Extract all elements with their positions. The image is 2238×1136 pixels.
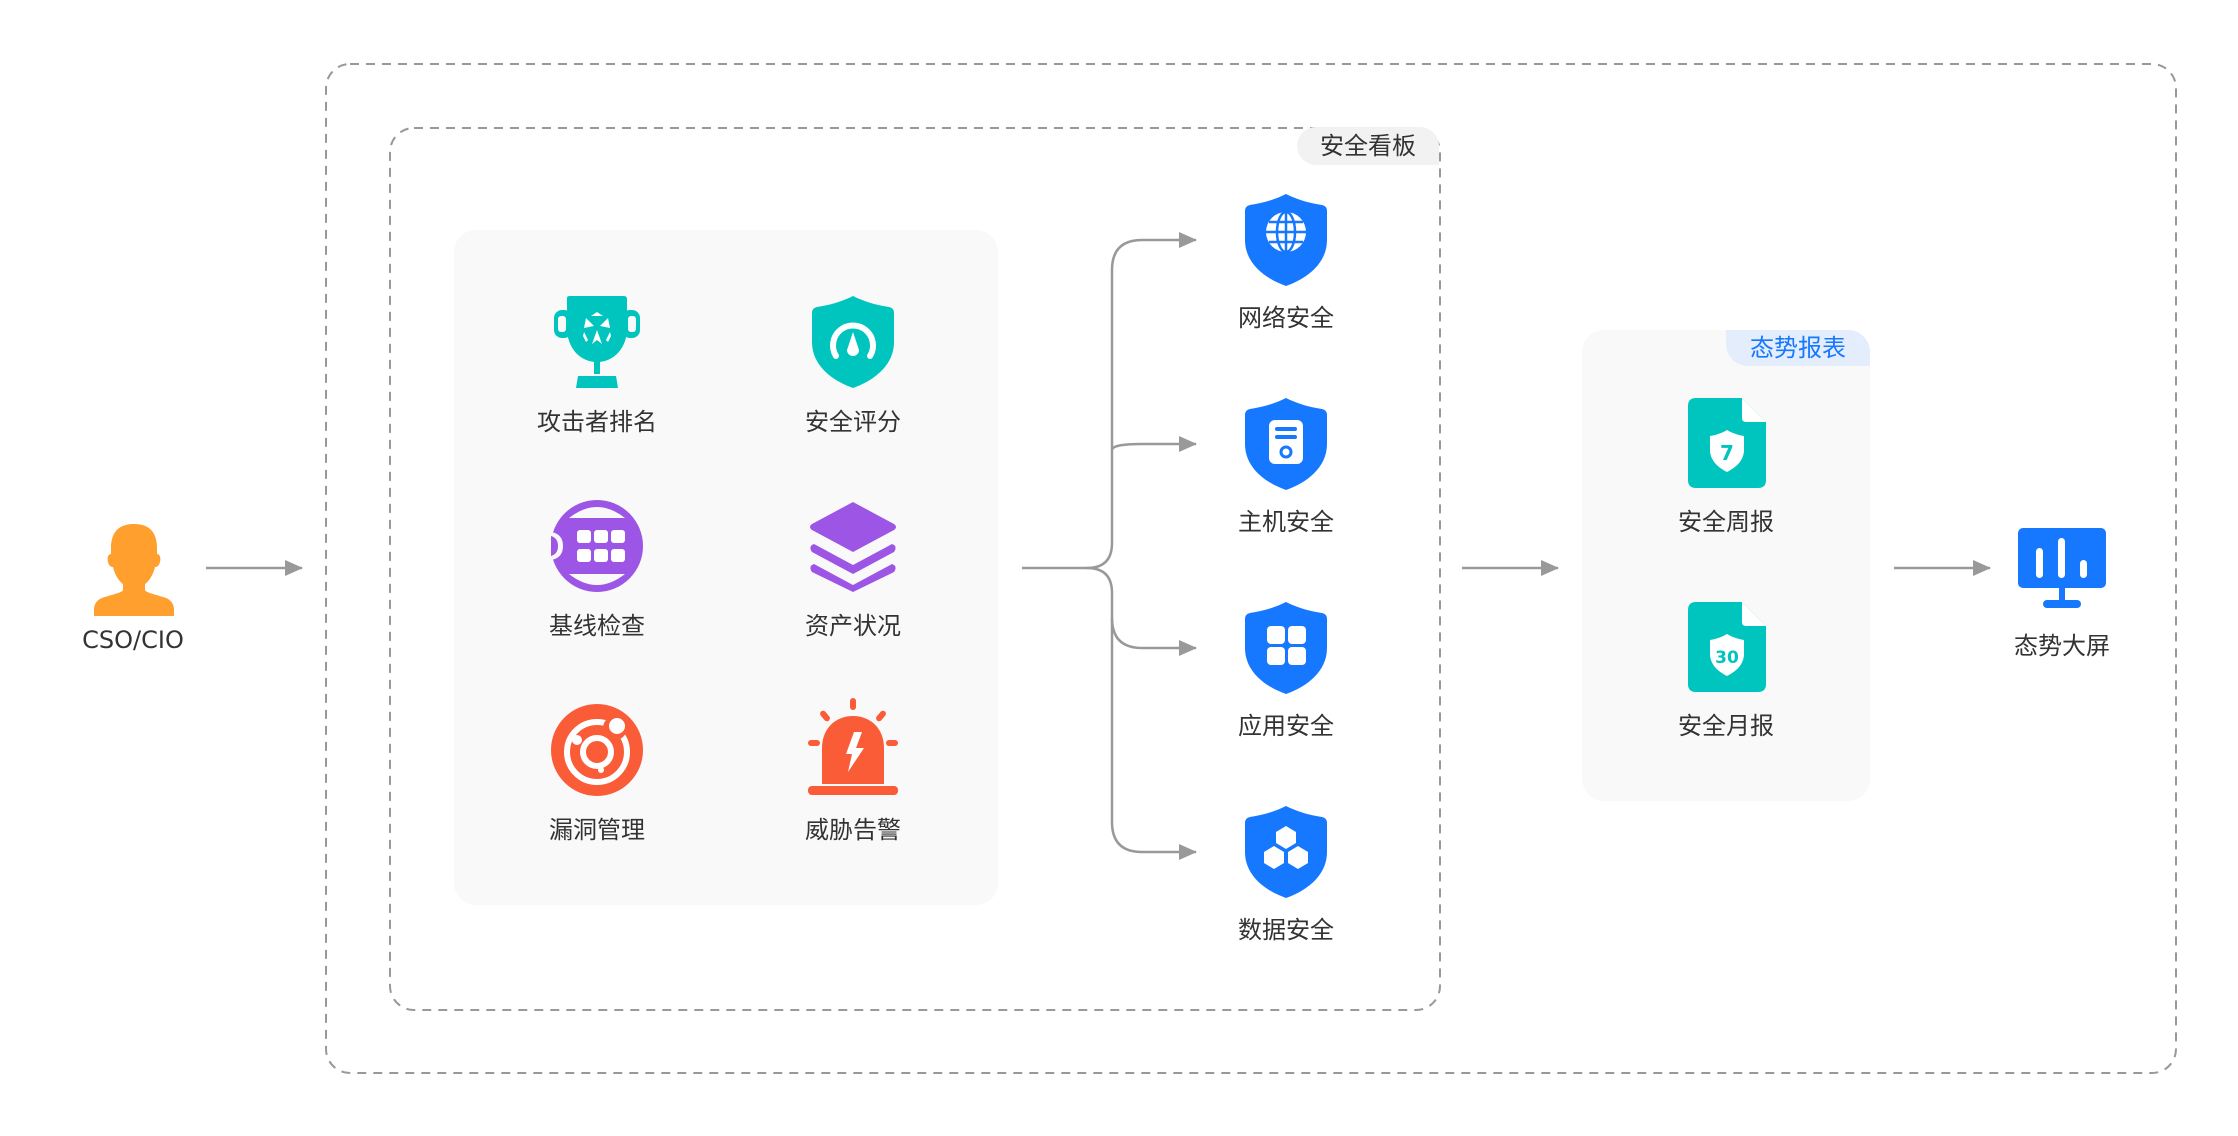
monthly-badge: 30 [1715, 648, 1739, 668]
dashboard-title-tab: 安全看板 [1297, 127, 1439, 165]
domain-network-security[interactable]: 网络安全 [1186, 194, 1386, 334]
feature-label: 威胁告警 [805, 816, 901, 844]
monthly-report-icon: 30 [1688, 602, 1766, 692]
outer-frame [325, 63, 2177, 1074]
alarm-icon [808, 698, 898, 795]
dashboard-frame [389, 127, 1441, 1011]
feature-attacker-ranking[interactable]: 攻击者排名 [497, 296, 697, 436]
layers-icon [810, 502, 896, 592]
report-label: 安全周报 [1678, 508, 1774, 536]
weekly-badge: 7 [1720, 441, 1734, 465]
shield-host-icon [1245, 398, 1327, 490]
domain-label: 数据安全 [1238, 916, 1334, 944]
domain-label: 应用安全 [1238, 712, 1334, 740]
shield-gauge-icon [812, 296, 894, 388]
weekly-report-icon: 7 [1688, 398, 1766, 488]
report-monthly[interactable]: 30 安全月报 [1626, 602, 1826, 742]
vulnerability-icon [551, 704, 643, 796]
shield-globe-icon [1245, 194, 1327, 286]
feature-security-score[interactable]: 安全评分 [753, 296, 953, 436]
situation-screen-node[interactable]: 态势大屏 [1962, 528, 2162, 668]
shield-apps-icon [1245, 602, 1327, 694]
domain-host-security[interactable]: 主机安全 [1186, 398, 1386, 538]
shield-data-icon [1245, 806, 1327, 898]
baseline-check-icon [551, 500, 643, 592]
feature-label: 基线检查 [549, 612, 645, 640]
report-weekly[interactable]: 7 安全周报 [1626, 398, 1826, 538]
domain-label: 主机安全 [1238, 508, 1334, 536]
feature-asset-status[interactable]: 资产状况 [753, 500, 953, 640]
brace-connector [1022, 232, 1197, 860]
screen-label: 态势大屏 [2014, 632, 2110, 660]
monitor-chart-icon [2018, 528, 2106, 608]
domain-application-security[interactable]: 应用安全 [1186, 602, 1386, 742]
domain-data-security[interactable]: 数据安全 [1186, 806, 1386, 946]
feature-threat-alert[interactable]: 威胁告警 [753, 698, 953, 844]
reports-title-tab: 态势报表 [1726, 330, 1870, 366]
actor-label: CSO/CIO [82, 626, 184, 654]
user-icon [94, 524, 174, 616]
feature-vulnerability-management[interactable]: 漏洞管理 [497, 704, 697, 844]
actor-node[interactable]: CSO/CIO [33, 520, 233, 660]
trophy-icon [554, 296, 640, 388]
feature-label: 资产状况 [805, 612, 901, 640]
feature-label: 攻击者排名 [537, 408, 657, 436]
domain-label: 网络安全 [1238, 304, 1334, 332]
feature-panel [454, 230, 998, 905]
feature-baseline-check[interactable]: 基线检查 [497, 500, 697, 640]
feature-label: 安全评分 [805, 408, 901, 436]
dashboard-title: 安全看板 [1320, 132, 1416, 160]
reports-title: 态势报表 [1750, 334, 1846, 362]
report-label: 安全月报 [1678, 712, 1774, 740]
feature-label: 漏洞管理 [549, 816, 645, 844]
